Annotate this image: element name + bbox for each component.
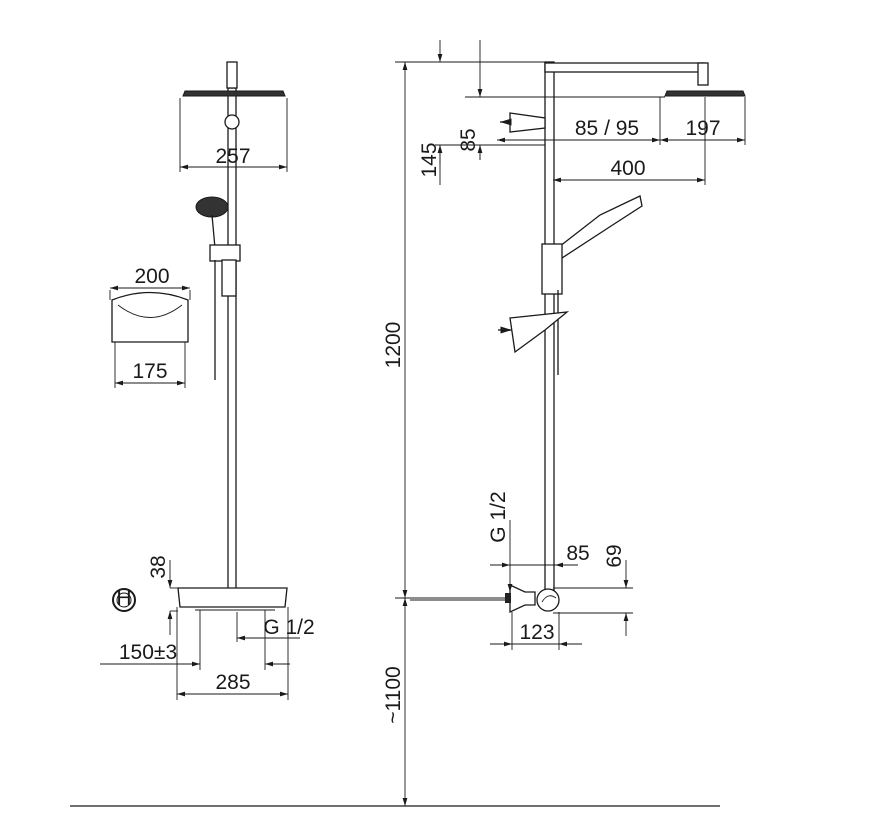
- front-inlet-thread-label: G 1/2: [263, 616, 314, 639]
- slider: [209, 244, 241, 262]
- inlet-spacing-label: 150±3: [119, 641, 177, 664]
- side-view: 1200 ~1100 145 85 85 / 95 197 400: [70, 40, 746, 807]
- side-shower-head: [664, 90, 746, 97]
- hand-shower-icon: [195, 196, 229, 218]
- bracket-depth-label: 85 / 95: [575, 117, 639, 140]
- thermostat-height-label: 38: [147, 555, 170, 578]
- total-height-label: 1200: [382, 322, 405, 369]
- side-soap-dish: [509, 311, 570, 354]
- rail-top-fitting: [226, 61, 238, 89]
- side-inlet-thread-label: G 1/2: [487, 491, 510, 542]
- side-slider: [541, 243, 563, 295]
- slider-body: [221, 259, 237, 297]
- side-hand-shower: [554, 195, 643, 259]
- floor-height-label: ~1100: [382, 666, 405, 723]
- front-view: 257 200 175 H 38: [100, 61, 315, 700]
- thermostat-bar: [177, 587, 288, 608]
- inlet-nut: [505, 593, 511, 603]
- head-joint: [224, 114, 240, 130]
- head-width-label: 257: [215, 145, 250, 168]
- svg-text:H: H: [116, 587, 131, 610]
- inlet-height-label: 69: [603, 544, 626, 567]
- inlet-depth-label: 85: [566, 542, 589, 565]
- arm-offset-label: 145: [418, 142, 441, 177]
- wall-bracket: [509, 112, 546, 133]
- valve-depth-label: 123: [519, 621, 554, 644]
- thermostat-width-label: 285: [215, 671, 250, 694]
- bracket-offset-label: 85: [457, 128, 480, 151]
- shower-arm: [544, 62, 706, 73]
- thermostat-knob: [536, 588, 560, 612]
- arm-length-label: 400: [610, 157, 645, 180]
- hand-shower-handle: [211, 214, 216, 249]
- head-depth-label: 197: [685, 117, 720, 140]
- shower-head: [182, 90, 286, 97]
- soap-dish-bottom-label: 175: [132, 360, 167, 383]
- soap-dish-top-label: 200: [134, 265, 169, 288]
- wall-flange: [509, 583, 536, 614]
- hot-water-icon: H: [112, 587, 136, 612]
